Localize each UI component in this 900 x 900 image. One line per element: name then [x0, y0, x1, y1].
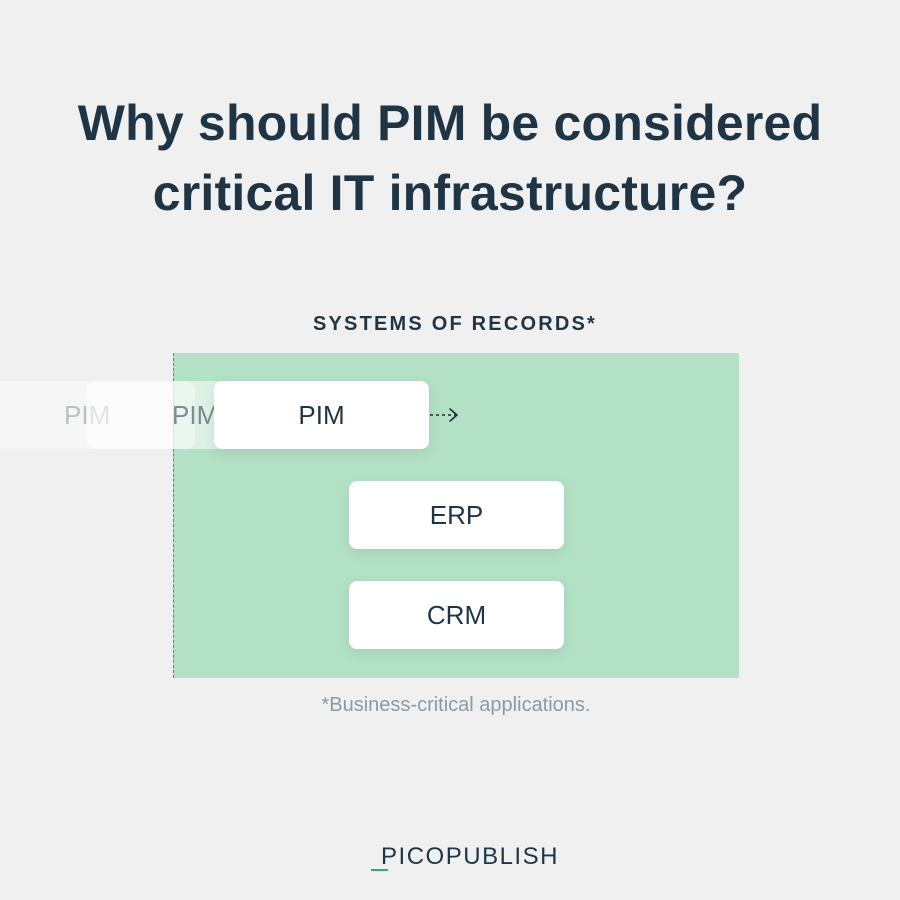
title-line-2: critical IT infrastructure?: [152, 165, 748, 221]
page-title: Why should PIM be considered critical IT…: [0, 88, 900, 228]
footnote: *Business-critical applications.: [321, 694, 591, 716]
records-area-boundary: [173, 353, 174, 678]
erp-card-label: ERP: [429, 499, 484, 530]
dashed-arrow-right-icon: [430, 408, 458, 422]
crm-card-label: CRM: [426, 599, 487, 630]
pim-card: PIM: [214, 381, 429, 449]
pim-card-label: PIM: [298, 399, 345, 430]
logo-accent-underline: [371, 869, 388, 871]
picopublish-logo: PICOPUBLISH: [381, 843, 559, 870]
pim-ghost-label-near: PIM: [172, 399, 219, 430]
erp-card: ERP: [349, 481, 564, 549]
title-line-1: Why should PIM be considered: [77, 95, 823, 151]
crm-card: CRM: [349, 581, 564, 649]
systems-of-records-label: SYSTEMS OF RECORDS*: [312, 313, 598, 335]
